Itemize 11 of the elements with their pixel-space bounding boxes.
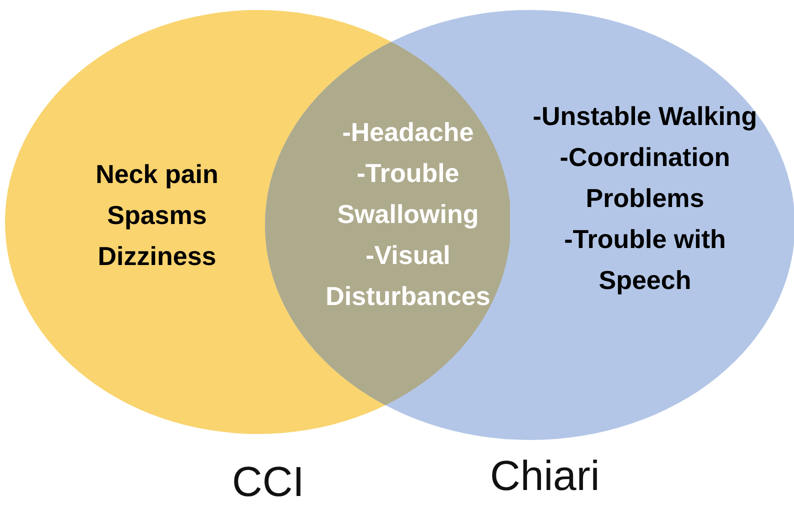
symptom-text: Spasms [107, 199, 207, 232]
symptom-text: -Unstable Walking [532, 100, 758, 133]
symptom-text: -Trouble with Speech [563, 223, 727, 297]
symptom-text: -Trouble Swallowing [336, 157, 480, 231]
symptom-text: -Headache [342, 116, 474, 149]
symptom-text: Dizziness [98, 240, 216, 273]
symptom-text: -Visual Disturbances [324, 239, 492, 313]
set-label: CCI [232, 458, 304, 506]
symptom-text: -Coordination Problems [558, 141, 732, 215]
set-label: Chiari [490, 452, 600, 500]
symptom-text: Neck pain [96, 158, 218, 191]
